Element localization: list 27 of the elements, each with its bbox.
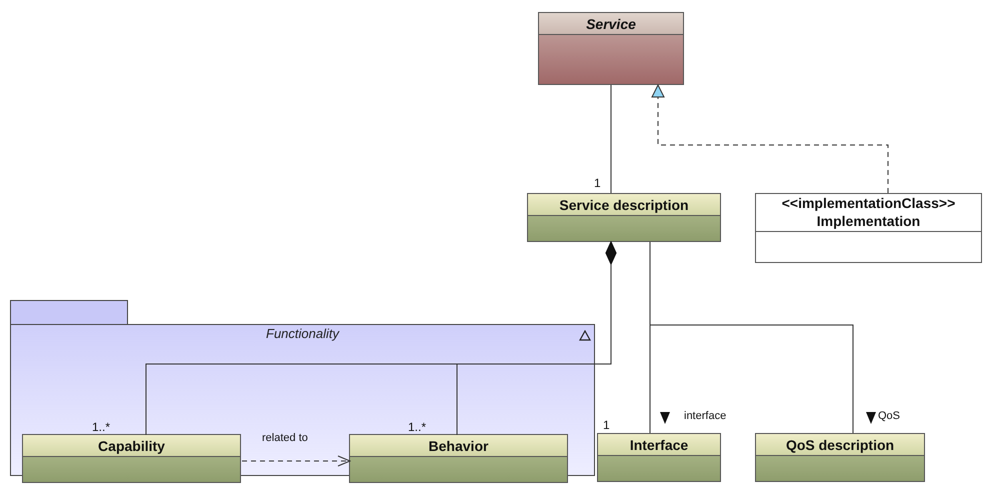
association-line xyxy=(610,84,612,194)
class-box xyxy=(22,434,241,483)
multiplicity-label: 1 xyxy=(603,418,610,432)
dashed-arrow xyxy=(652,84,888,194)
composition-line xyxy=(456,242,616,436)
class-name: Capability xyxy=(98,436,165,454)
class-name: Implementation xyxy=(816,212,920,230)
class-name: Service xyxy=(586,14,636,32)
multiplicity-label: 1..* xyxy=(92,420,110,434)
class-name: Behavior xyxy=(428,436,488,454)
multiplicity-label: 1 xyxy=(594,176,601,190)
class-name: QoS description xyxy=(786,436,894,454)
class-box xyxy=(755,433,925,482)
edge-label: interface xyxy=(684,410,726,423)
class-box xyxy=(538,12,684,85)
edge-label: related to xyxy=(262,432,308,445)
dashed-arrow xyxy=(242,456,350,466)
multiplicity-label: 1..* xyxy=(408,420,426,434)
class-box xyxy=(597,433,721,482)
class-name: Service description xyxy=(559,196,689,214)
class-box xyxy=(527,193,721,242)
class-box xyxy=(755,193,982,263)
package-name: Functionality xyxy=(266,326,339,342)
edge-label: QoS xyxy=(878,410,900,423)
class-name: Interface xyxy=(630,436,688,454)
class-box xyxy=(349,434,568,483)
stereotype-label: <<implementationClass>> xyxy=(782,194,956,212)
